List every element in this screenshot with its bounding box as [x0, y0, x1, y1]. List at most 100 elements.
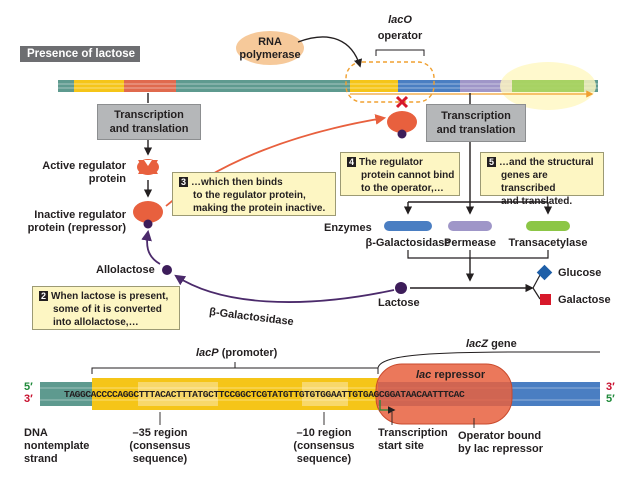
active-regulator-shape — [137, 159, 159, 175]
lacp-bracket — [91, 367, 379, 374]
note-2-line3: into allolactose,… — [53, 317, 139, 328]
operator-repressor-shape — [387, 111, 417, 133]
minus10-line1: –10 region — [296, 427, 352, 439]
header-bar — [20, 46, 140, 62]
minus35-line1: –35 region — [132, 427, 188, 439]
b-galactosidase-enzyme-label: β-Galactosidase — [365, 237, 451, 249]
three-prime-right: 3′ — [606, 381, 615, 393]
transcription-start-label: Transcription start site — [378, 427, 448, 453]
transacetylase-pill — [526, 221, 570, 231]
inactive-regulator-shape — [133, 201, 163, 223]
minus10-label: –10 region (consensus sequence) — [284, 427, 364, 466]
start-site-arrow — [379, 400, 396, 414]
transcription-right-line1: Transcription — [441, 110, 511, 122]
lactose-molecule — [395, 282, 407, 294]
bound-repressor-shape — [376, 364, 512, 424]
lacz-label: lacZ gene — [466, 338, 517, 351]
active-regulator-line2: protein — [88, 173, 126, 185]
galactose-icon — [540, 294, 551, 305]
lacz-name: lacZ — [466, 338, 489, 350]
galactose-label: Galactose — [558, 294, 611, 306]
note-step-5: 5…and the structural genes are transcrib… — [480, 152, 604, 207]
dna-sequence: TAGGCACCCCAGGCTTTACACTTTATGCTTCCGGCTCGTA… — [64, 389, 465, 400]
laco-bracket — [375, 49, 425, 56]
dna-label-line3: strand — [24, 453, 58, 465]
transcription-left-line1: Transcription — [114, 109, 184, 121]
transacetylase-label: Transacetylase — [508, 237, 588, 249]
conversion-arrow — [174, 274, 395, 303]
glucose-label: Glucose — [558, 267, 602, 279]
minus10-line3: sequence) — [296, 453, 352, 465]
inactive-regulator-line2: protein (repressor) — [27, 222, 126, 234]
operator-bound-label: Operator bound by lac repressor — [458, 430, 543, 456]
allolactose-label: Allolactose — [96, 264, 155, 276]
note-5-line1: …and the structural — [499, 157, 594, 168]
operator-label: operator — [377, 30, 423, 42]
operator-bound-line1: Operator bound — [458, 430, 542, 442]
lacp-suffix: (promoter) — [221, 347, 278, 359]
polymerase-arrow — [297, 36, 363, 68]
b-galactosidase-pill — [384, 221, 432, 231]
five-prime-left: 5′ — [24, 381, 33, 393]
inactive-regulator-label: Inactive regulator protein (repressor) — [6, 209, 126, 235]
active-regulator-line1: Active regulator — [42, 160, 126, 172]
lac-repressor-prefix: lac — [416, 369, 432, 381]
header-title: Presence of lactose — [27, 48, 136, 60]
rna-polymerase-label: RNA polymerase — [236, 36, 304, 62]
operator-bound-line2: by lac repressor — [458, 443, 543, 455]
three-prime-left: 3′ — [24, 393, 33, 405]
note-2-number: 2 — [39, 291, 49, 301]
lac-repressor-label: lac repressor — [416, 369, 485, 382]
lac-repressor-suffix: repressor — [434, 369, 486, 381]
minus35-label: –35 region (consensus sequence) — [120, 427, 200, 466]
dna-strand-label: DNA nontemplate strand — [24, 427, 89, 466]
note-5-number: 5 — [487, 157, 497, 167]
note-3-line1: …which then binds — [191, 177, 283, 188]
five-prime-right: 5′ — [606, 393, 615, 405]
permease-label: Permease — [444, 237, 496, 249]
note-3-line3: making the protein inactive. — [193, 203, 326, 214]
rna-polymerase-line2: polymerase — [239, 49, 301, 61]
blocked-x-icon — [395, 95, 409, 109]
transcription-right-line2: and translation — [436, 124, 516, 136]
dna-label-line1: DNA — [24, 427, 48, 439]
binding-arrow — [141, 229, 161, 265]
laco-label: lacO — [388, 14, 412, 26]
dna-label-line2: nontemplate — [24, 440, 90, 452]
allolactose-molecule — [162, 265, 172, 275]
operator-highlight — [345, 61, 435, 103]
note-3-line2: to the regulator protein, — [193, 190, 306, 201]
lactose-label: Lactose — [378, 297, 420, 309]
note-4-line2: protein cannot bind — [361, 170, 455, 181]
lacz-suffix: gene — [491, 338, 517, 350]
minus35-line2: (consensus — [129, 440, 191, 452]
lacz-bracket — [377, 351, 521, 369]
transcription-box-left: Transcription and translation — [97, 104, 201, 140]
transcription-left-line2: and translation — [109, 123, 189, 135]
enzymes-label: Enzymes — [324, 222, 372, 234]
note-4-number: 4 — [347, 157, 357, 167]
transcription-box-right: Transcription and translation — [426, 104, 526, 142]
note-5-line2: genes are transcribed — [501, 170, 556, 194]
minus35-line3: sequence) — [132, 453, 188, 465]
note-step-3: 3…which then binds to the regulator prot… — [172, 172, 336, 216]
start-label-line2: start site — [378, 440, 424, 452]
active-regulator-label: Active regulator protein — [20, 160, 126, 186]
note-3-number: 3 — [179, 177, 189, 187]
note-2-line1: When lactose is present, — [51, 291, 169, 302]
rna-polymerase-line1: RNA — [258, 36, 282, 48]
permease-pill — [448, 221, 492, 231]
note-4-line3: to the operator,… — [361, 183, 444, 194]
note-2-line2: some of it is converted — [53, 304, 162, 315]
rna-polymerase-shape — [236, 31, 304, 65]
note-4-line1: The regulator — [359, 157, 423, 168]
minus10-line2: (consensus — [293, 440, 355, 452]
inactive-regulator-line1: Inactive regulator — [34, 209, 126, 221]
note-5-line3: and translated. — [501, 196, 573, 207]
lacp-name: lacP — [196, 347, 219, 359]
start-label-line1: Transcription — [378, 427, 448, 439]
